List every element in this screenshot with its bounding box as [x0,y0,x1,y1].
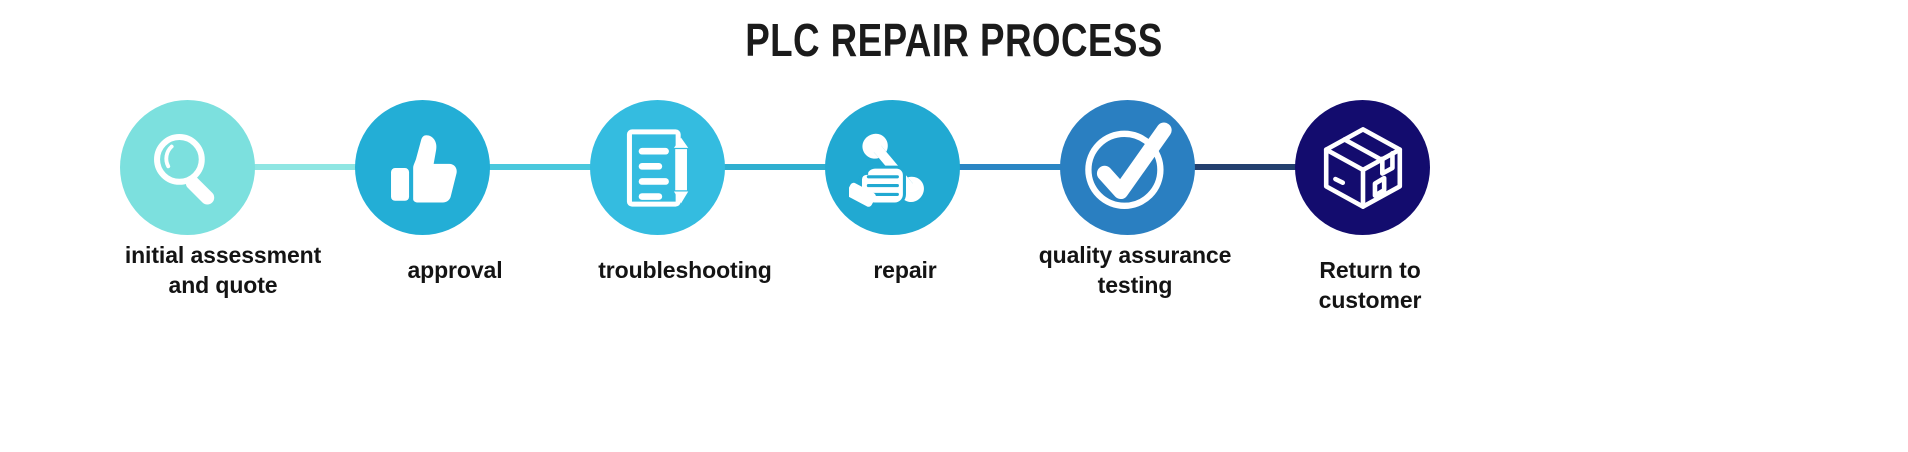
step-4-circle[interactable] [825,100,960,235]
process-step-5[interactable] [1060,100,1195,235]
process-step-1[interactable] [120,100,255,235]
process-flow [120,100,1500,235]
page-title: PLC REPAIR PROCESS [745,14,1163,66]
process-step-4[interactable] [825,100,960,235]
step-4-label-line1: repair [873,257,937,283]
step-5-circle[interactable] [1060,100,1195,235]
step-4-label: repair [775,255,1035,285]
step-6-label-line1: Return to [1319,257,1421,283]
process-step-3[interactable] [590,100,725,235]
process-step-6[interactable] [1295,100,1430,235]
step-6-label: Return to customer [1240,255,1500,315]
connector-3-4 [710,164,865,170]
step-2-label-line1: approval [407,257,503,283]
step-6-circle[interactable] [1295,100,1430,235]
step-1-label-line2: and quote [168,272,278,298]
connector-2-3 [475,164,630,170]
robot-hand-wrench-icon [848,124,937,212]
package-box-icon [1317,122,1409,214]
label-row: initial assessment and quote approval tr… [0,240,1908,350]
process-step-2[interactable] [355,100,490,235]
step-3-label: troubleshooting [555,255,815,285]
step-3-circle[interactable] [590,100,725,235]
connector-layer [120,100,1500,235]
thumbs-up-icon [382,127,464,209]
step-2-label: approval [325,255,585,285]
connector-1-2 [240,164,395,170]
step-2-circle[interactable] [355,100,490,235]
step-5-label-line2: testing [1097,272,1173,298]
step-3-label-line1: troubleshooting [598,257,772,283]
step-5-label-line1: quality assurance [1038,242,1232,268]
step-1-label-line1: initial assessment [124,242,322,268]
step-1-label: initial assessment and quote [93,240,353,300]
step-1-circle[interactable] [120,100,255,235]
magnifier-icon [145,125,231,211]
document-pen-icon [616,126,700,210]
step-5-label: quality assurance testing [1005,240,1265,300]
node-layer [120,100,1500,235]
connector-4-5 [945,164,1100,170]
connector-5-6 [1180,164,1335,170]
step-6-label-line2: customer [1318,287,1422,313]
check-circle-icon [1074,114,1182,222]
